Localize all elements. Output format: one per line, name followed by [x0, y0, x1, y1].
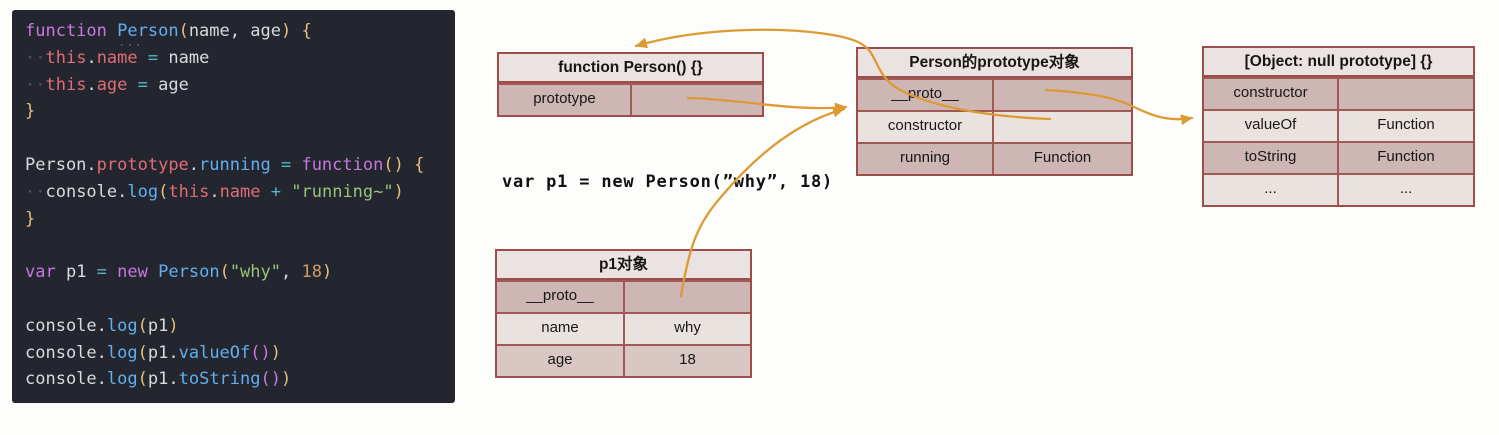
code-line: console.log(p1.valueOf()): [25, 342, 281, 363]
table-row: __proto__: [497, 280, 750, 312]
code-line: [25, 125, 455, 152]
code-line: [25, 286, 455, 313]
table-value-cell: 18: [679, 351, 696, 368]
code-line: ··console.log(this.name + "running~"): [25, 181, 404, 202]
table-key-cell: name: [497, 314, 625, 344]
table-key-cell: __proto__: [497, 282, 625, 312]
table-value-cell: [1339, 79, 1473, 109]
table-row: constructor: [858, 110, 1131, 142]
table-value-cell: [632, 85, 762, 115]
table-value-cell: why: [674, 319, 701, 336]
table-value-cell: [994, 112, 1131, 142]
table-key-cell: constructor: [1204, 79, 1339, 109]
table-title: [Object: null prototype] {}: [1204, 48, 1473, 77]
table-row: running Function: [858, 142, 1131, 174]
table-p1-object: p1对象__proto__name why age 18: [495, 249, 752, 378]
code-line: function Person(name, age) {: [25, 21, 312, 41]
table-key-cell: running: [858, 144, 994, 174]
table-key-cell: age: [497, 346, 625, 376]
table-row: prototype: [499, 83, 762, 115]
table-row: name why: [497, 312, 750, 344]
code-line: ··this.name = name: [25, 47, 210, 68]
p1-assignment-code: var p1 = new Person(”why”, 18): [502, 172, 834, 192]
table-row: valueOf Function: [1204, 109, 1473, 141]
table-row: ......: [1204, 173, 1473, 205]
table-value-cell: Function: [1377, 116, 1435, 133]
table-title: Person的prototype对象: [858, 49, 1131, 78]
table-value-cell: [625, 282, 750, 312]
code-hint-ellipsis: ...: [118, 35, 143, 49]
table-key-cell: valueOf: [1204, 111, 1339, 141]
code-line: [25, 232, 455, 259]
code-editor-panel[interactable]: function Person(name, age) { ··this.name …: [12, 10, 455, 403]
table-value-cell: [994, 80, 1131, 110]
code-lines: function Person(name, age) { ··this.name …: [25, 18, 455, 393]
code-line: var p1 = new Person("why", 18): [25, 262, 333, 283]
code-line: console.log(p1.toString()): [25, 369, 292, 390]
table-key-cell: ...: [1204, 175, 1339, 205]
table-function-person: function Person() {}prototype: [497, 52, 764, 117]
table-row: toString Function: [1204, 141, 1473, 173]
code-line: }: [25, 208, 36, 229]
code-line: }: [25, 101, 36, 122]
table-key-cell: prototype: [499, 85, 632, 115]
table-key-cell: toString: [1204, 143, 1339, 173]
table-row: __proto__: [858, 78, 1131, 110]
code-line: ··this.age = age: [25, 74, 189, 95]
table-row: age 18: [497, 344, 750, 376]
code-line: Person.prototype.running = function() {: [25, 154, 425, 175]
table-key-cell: __proto__: [858, 80, 994, 110]
code-line: console.log(p1): [25, 315, 179, 336]
table-value-cell: Function: [1377, 148, 1435, 165]
table-key-cell: constructor: [858, 112, 994, 142]
table-title: function Person() {}: [499, 54, 762, 83]
table-value-cell: Function: [1033, 149, 1092, 166]
table-title: p1对象: [497, 251, 750, 280]
table-value-cell: ...: [1399, 180, 1413, 197]
table-row: constructor: [1204, 77, 1473, 109]
